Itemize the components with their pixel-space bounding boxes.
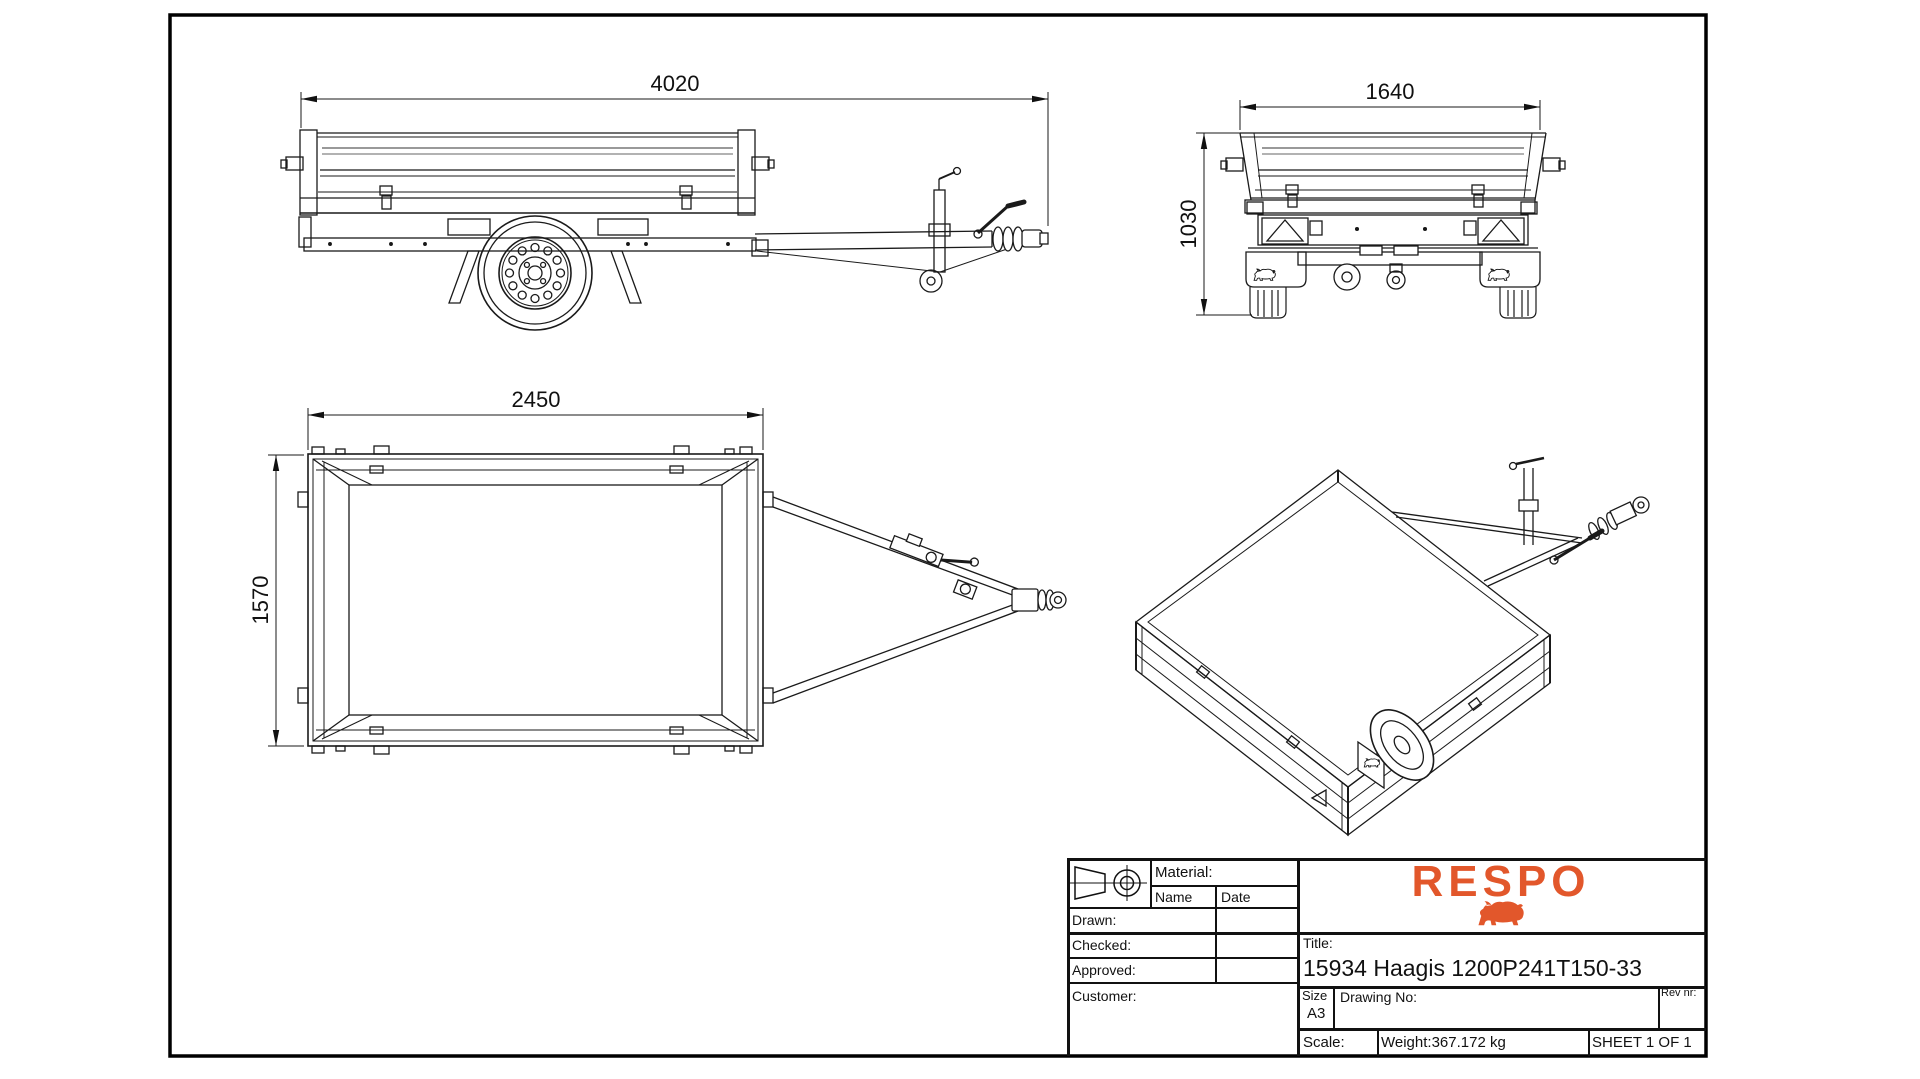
sheet-border	[168, 13, 1708, 1058]
dim-1640: 1640	[1366, 79, 1415, 104]
approved-label: Approved:	[1072, 962, 1136, 978]
rev-label: Rev nr:	[1661, 987, 1697, 999]
respo-logo: RESPO	[1411, 857, 1591, 906]
dim-1030: 1030	[1176, 200, 1201, 249]
jockey-wheel	[919, 166, 962, 293]
support-legs	[1249, 287, 1537, 319]
mudguard-left	[1245, 251, 1307, 288]
side-view	[280, 129, 1049, 331]
top-drawbar	[772, 496, 1067, 704]
drawbar	[751, 226, 1049, 273]
handbrake-lever	[973, 199, 1027, 239]
dim-4020: 4020	[651, 71, 700, 96]
dimension-total-length: 4020	[300, 71, 1049, 226]
customer-label: Customer:	[1072, 988, 1137, 1004]
dimension-bed-length: 2450	[307, 387, 764, 450]
dim-2450: 2450	[512, 387, 561, 412]
side-latch-left	[280, 156, 304, 171]
top-jockey-clamp	[952, 579, 978, 601]
drawing-no-label: Drawing No:	[1340, 989, 1418, 1005]
dimension-overall-width: 1640	[1239, 79, 1541, 130]
material-label: Material:	[1155, 864, 1213, 881]
mudguard-right	[1479, 251, 1541, 288]
scale-label: Scale:	[1303, 1034, 1345, 1051]
sheet-value: SHEET 1 OF 1	[1592, 1034, 1692, 1051]
iso-jockey-wheel	[1508, 456, 1545, 545]
drawn-label: Drawn:	[1072, 912, 1117, 928]
size-value: A3	[1307, 1005, 1326, 1022]
weight-value: Weight:367.172 kg	[1381, 1034, 1506, 1051]
iso-drawbar	[1391, 496, 1650, 587]
size-label: Size	[1302, 988, 1328, 1003]
iso-wheel	[1357, 709, 1435, 790]
projection-symbol-icon	[1070, 865, 1147, 901]
dim-1570: 1570	[248, 576, 273, 625]
checked-label: Checked:	[1072, 937, 1132, 953]
dimension-bed-width: 1570	[248, 454, 304, 747]
top-handbrake	[889, 532, 980, 568]
top-view	[297, 445, 1067, 755]
isometric-view	[1134, 456, 1650, 837]
title-label: Title:	[1303, 935, 1333, 951]
iso-handbrake	[1549, 528, 1605, 565]
name-header: Name	[1155, 889, 1193, 905]
rear-view	[1220, 132, 1566, 319]
side-latch-right	[751, 156, 775, 171]
respo-bull-icon	[1478, 901, 1524, 926]
date-header: Date	[1221, 889, 1251, 905]
wheel	[477, 215, 593, 331]
dimension-overall-height: 1030	[1176, 132, 1252, 316]
drawing-title: 15934 Haagis 1200P241T150-33	[1303, 955, 1642, 981]
